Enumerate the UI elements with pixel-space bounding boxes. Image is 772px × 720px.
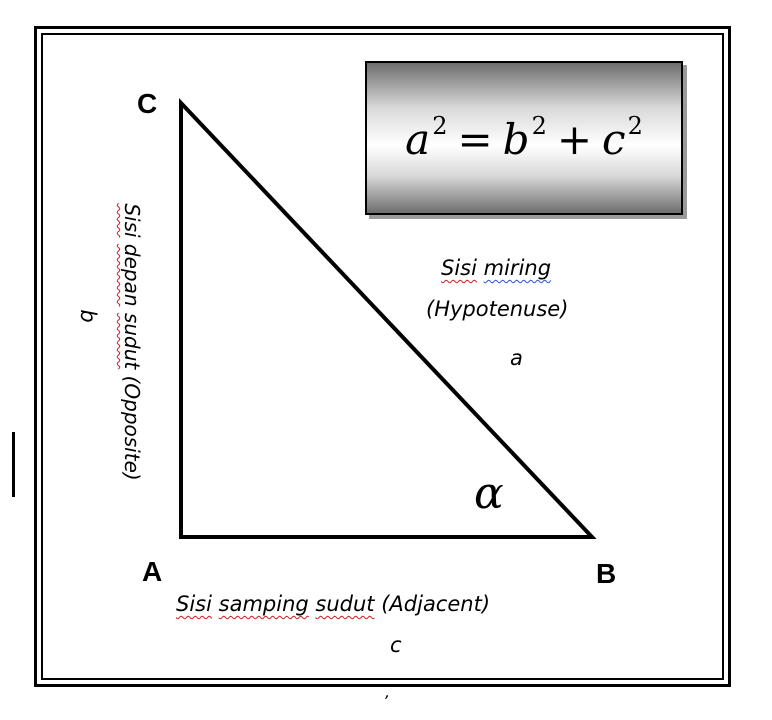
hypotenuse-english: (Hypotenuse): [426, 297, 569, 321]
adjacent-english: (Adjacent): [381, 592, 491, 616]
adjacent-title: Sisi samping sudut (Adjacent): [176, 592, 490, 617]
inner-border: [41, 33, 724, 680]
opposite-word3: sudut: [120, 312, 144, 370]
outer-border: [34, 26, 731, 687]
formula-b-exp: 2: [531, 112, 547, 140]
vertex-a-label: A: [142, 556, 163, 587]
margin-mark: [12, 432, 15, 497]
formula-b: b: [502, 115, 530, 164]
formula-a: a: [405, 115, 431, 164]
formula-equals: =: [457, 115, 493, 164]
opposite-word1: Sisi: [120, 203, 144, 238]
opposite-english: (Opposite): [120, 375, 144, 481]
adjacent-word3: sudut: [315, 592, 375, 616]
vertex-c-label: C: [137, 88, 158, 119]
opposite-symbol: b: [76, 309, 100, 323]
formula-box: a2=b2+c2: [365, 61, 683, 215]
formula-plus: +: [556, 115, 593, 164]
hypotenuse-title: Sisi miring: [441, 256, 551, 281]
adjacent-word1: Sisi: [176, 592, 212, 616]
opposite-word2: depan: [120, 243, 144, 307]
hypotenuse-word2: miring: [483, 256, 552, 280]
adjacent-symbol: c: [390, 633, 402, 657]
angle-alpha: α: [474, 468, 504, 519]
hypotenuse-word1: Sisi: [441, 256, 477, 280]
vertex-b-label: B: [596, 558, 617, 589]
formula-c-exp: 2: [627, 112, 643, 140]
pythagorean-formula: a2=b2+c2: [405, 112, 643, 164]
formula-c: c: [602, 115, 626, 164]
right-triangle: [179, 97, 597, 539]
adjacent-word2: samping: [218, 592, 309, 616]
hypotenuse-symbol: a: [510, 346, 523, 370]
formula-a-exp: 2: [432, 112, 448, 140]
stray-mark: ,: [385, 682, 391, 701]
